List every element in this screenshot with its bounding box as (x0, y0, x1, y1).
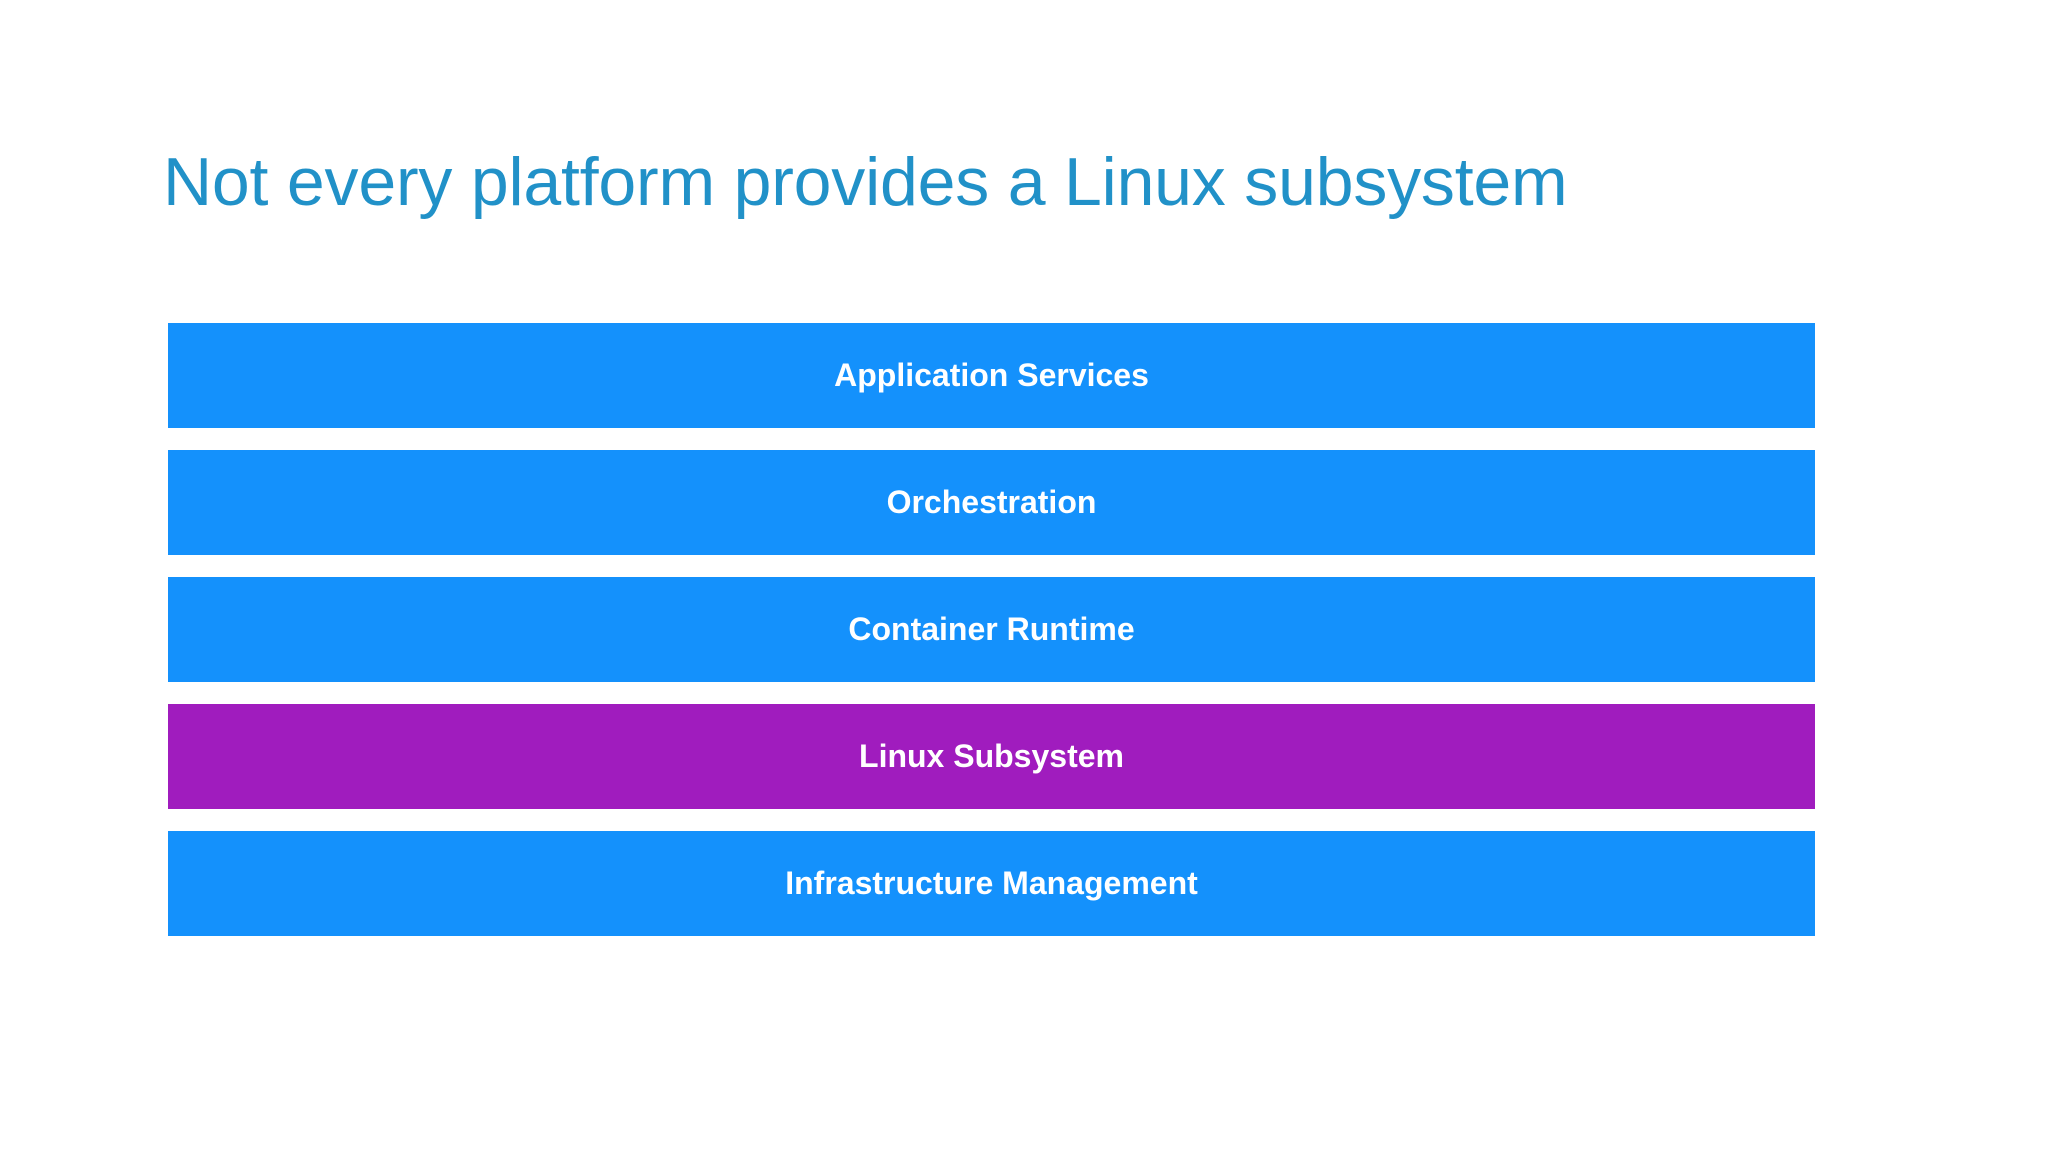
layer-bar-application-services[interactable]: Application Services (168, 323, 1815, 428)
platform-layer-stack: Application Services Orchestration Conta… (168, 323, 1815, 936)
layer-bar-infrastructure-management[interactable]: Infrastructure Management (168, 831, 1815, 936)
layer-label: Application Services (834, 356, 1149, 393)
layer-bar-container-runtime[interactable]: Container Runtime (168, 577, 1815, 682)
layer-label: Orchestration (886, 483, 1097, 520)
layer-bar-linux-subsystem[interactable]: Linux Subsystem (168, 704, 1815, 809)
page-title: Not every platform provides a Linux subs… (163, 144, 1568, 220)
layer-label: Infrastructure Management (785, 864, 1198, 901)
layer-bar-orchestration[interactable]: Orchestration (168, 450, 1815, 555)
layer-label: Linux Subsystem (859, 737, 1124, 774)
layer-label: Container Runtime (848, 610, 1135, 647)
